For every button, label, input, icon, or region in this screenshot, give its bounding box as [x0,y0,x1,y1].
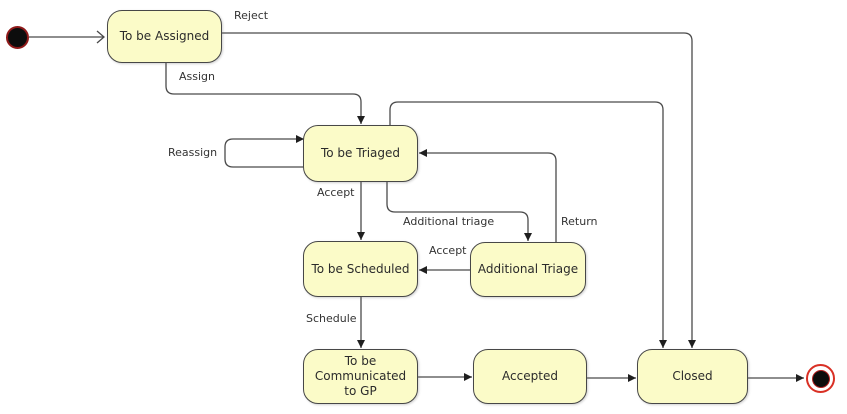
edge-label-accept-triaged: Accept [316,186,356,199]
initial-state-node [6,26,29,49]
state-to-be-scheduled: To be Scheduled [303,241,418,297]
edge-label-reassign: Reassign [167,146,219,159]
edge-reassign-self-loop [224,135,305,168]
edge-triaged-to-closed [389,101,667,348]
state-to-be-triaged: To be Triaged [303,125,418,182]
edge-assign [165,63,365,124]
state-accepted: Accepted [473,349,587,404]
final-state-node [806,364,835,393]
state-to-be-communicated-to-gp: To be Communicated to GP [303,349,418,404]
edge-label-return: Return [560,215,599,228]
edge-label-accept-additional: Accept [428,244,468,257]
edge-label-reject: Reject [233,9,270,22]
edge-label-additional-triage: Additional triage [402,215,496,228]
final-state-inner-dot [811,369,830,388]
open-arrowhead-icon [96,30,105,44]
edge-label-assign: Assign [178,70,216,83]
state-to-be-assigned: To be Assigned [107,10,222,63]
edge-reject [222,32,696,348]
edge-return [419,149,557,242]
edge-label-schedule: Schedule [305,312,358,325]
edge-additional-triage [386,182,532,241]
state-additional-triage: Additional Triage [470,242,586,297]
state-closed: Closed [637,349,748,404]
